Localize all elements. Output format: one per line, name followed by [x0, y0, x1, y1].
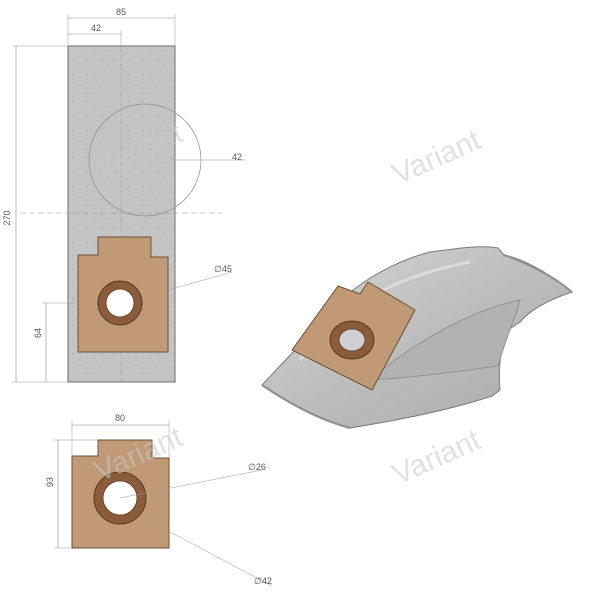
outer-hole-leader [139, 515, 273, 587]
bag-fold [368, 299, 521, 381]
hole-leader [167, 271, 233, 291]
dim-half-width-label: 42 [91, 23, 101, 33]
watermark-text: Variant [387, 423, 486, 491]
watermark-text: Variant [387, 123, 486, 191]
inner-hole-label: ∅26 [248, 462, 266, 472]
crimp-edge [261, 384, 351, 429]
collar-hole-3d [338, 328, 366, 352]
hole-dim-label: ∅45 [214, 264, 232, 274]
dim-height-label: 270 [2, 210, 12, 225]
collar-view: 80 93 ∅26 ∅42 [45, 413, 273, 587]
dim-offset-label: 64 [33, 328, 43, 338]
inner-hole-leader [119, 469, 263, 499]
dim-width-label: 85 [116, 7, 126, 17]
outer-hole-label: ∅42 [254, 576, 272, 586]
collar-width-label: 80 [115, 413, 125, 423]
crimp-edge [503, 254, 573, 293]
front-view: 85 42 270 42 ∅45 64 [2, 7, 246, 383]
collar-height-label: 93 [45, 477, 55, 487]
bag-3d-view [261, 246, 574, 429]
collar-hole [105, 288, 135, 318]
filter-bag-3d [261, 246, 574, 429]
circle-dim-label: 42 [232, 152, 242, 162]
